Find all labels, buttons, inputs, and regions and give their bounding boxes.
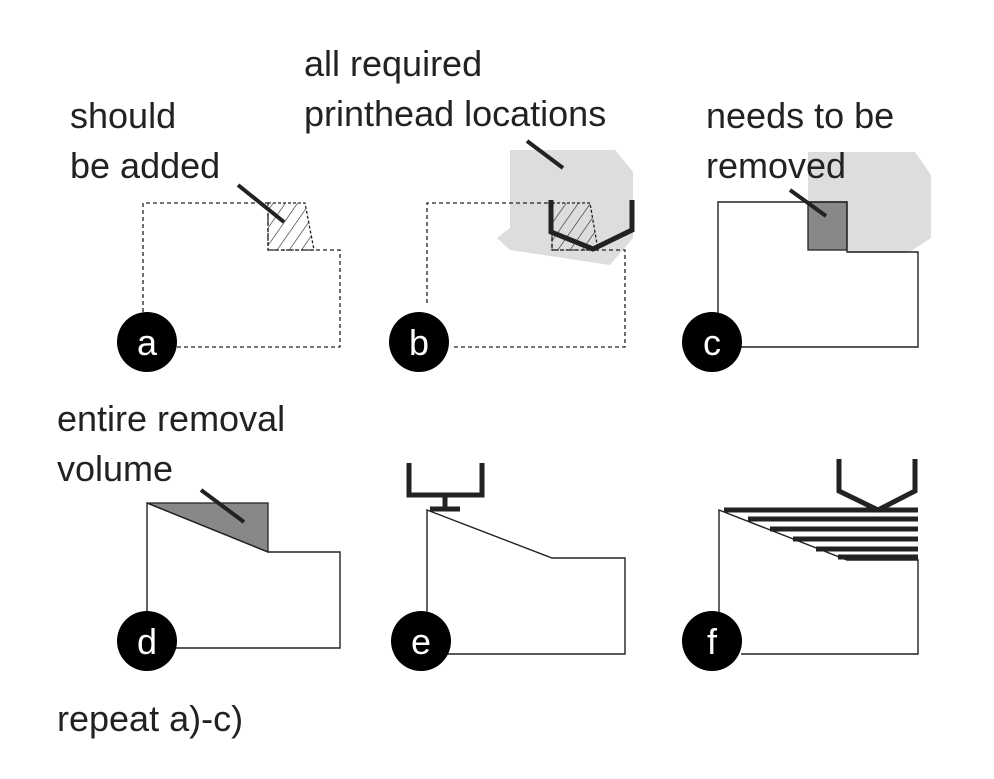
panel-f-badge <box>682 611 742 671</box>
panel-a-badge <box>117 312 177 372</box>
panel-b-part-outline <box>426 202 626 348</box>
panel-c-leader <box>788 188 828 218</box>
panel-c-annotation-line2: removed <box>706 145 846 186</box>
panel-c-badge-label: c <box>703 322 721 363</box>
panel-b-badge <box>389 312 449 372</box>
panel-f-badge-label: f <box>707 621 718 662</box>
panel-c-part-outline <box>717 201 919 348</box>
panel-a-part-outline <box>142 202 341 348</box>
panel-c-annotation-line1: needs to be <box>706 95 894 136</box>
panel-f-part-outline <box>718 508 919 655</box>
panel-d-badge-label: d <box>137 621 157 662</box>
panel-d-leader <box>199 488 246 524</box>
panel-c-badge <box>682 312 742 372</box>
panel-a-leader <box>236 183 286 224</box>
panel-f-printhead <box>836 459 918 513</box>
panel-b-annotation-line1: all required <box>304 43 482 84</box>
panel-d-part-outline <box>146 501 341 649</box>
panel-d-annotation-line1: entire removal <box>57 398 285 439</box>
panel-a: should be added a <box>70 95 341 372</box>
panel-f: f <box>682 459 919 671</box>
panel-b-leader <box>525 139 565 170</box>
panel-b-badge-label: b <box>409 322 429 363</box>
panel-a-annotation-line2: be added <box>70 145 220 186</box>
panel-c: needs to be removed c <box>682 95 931 372</box>
panel-d: entire removal volume d <box>57 398 341 671</box>
panel-d-annotation-line2: volume <box>57 448 173 489</box>
repeat-note: repeat a)-c) <box>57 698 243 739</box>
panel-e-badge <box>391 611 451 671</box>
panel-e-badge-label: e <box>411 621 431 662</box>
panel-b-printhead <box>548 200 635 252</box>
panel-e-tool-holder <box>406 463 485 498</box>
panel-e: e <box>391 463 626 671</box>
panel-f-layers <box>724 507 918 560</box>
panel-d-badge <box>117 611 177 671</box>
panel-e-part-outline <box>426 508 626 655</box>
panel-a-badge-label: a <box>137 322 158 363</box>
panel-b: all required printhead locations b <box>304 43 635 372</box>
panel-b-annotation-line2: printhead locations <box>304 93 606 134</box>
panel-a-added-region <box>267 202 315 251</box>
panel-a-annotation-line1: should <box>70 95 176 136</box>
